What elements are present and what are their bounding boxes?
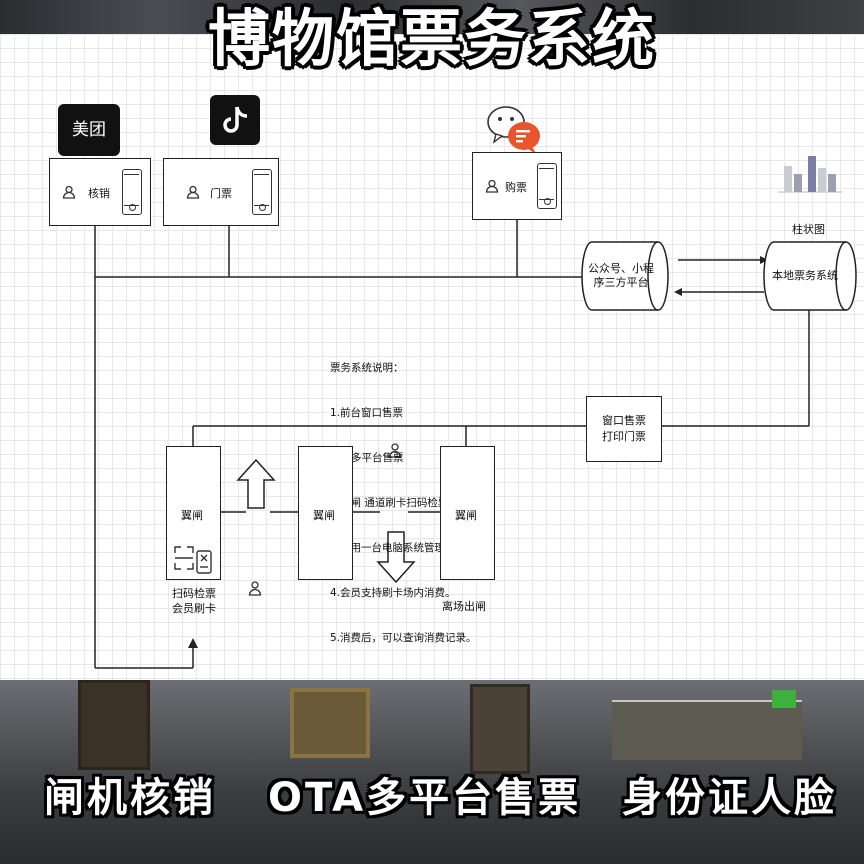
platform-label-line1: 公众号、小程 bbox=[588, 262, 654, 275]
window-label-line2: 打印门票 bbox=[602, 430, 646, 443]
feature-gate-verify: 闸机核销 bbox=[44, 775, 216, 821]
exit-caption: 离场出闸 bbox=[442, 600, 486, 613]
notes-item: 1.前台窗口售票 bbox=[330, 407, 404, 419]
local-system-cylinder: 本地票务系统 bbox=[762, 240, 858, 312]
verify-label: 核销 bbox=[88, 187, 110, 200]
notes-item: 5.消费后，可以查询消费记录。 bbox=[330, 632, 477, 644]
exhibit-case bbox=[612, 700, 802, 760]
entry-caption-line2: 会员刷卡 bbox=[172, 602, 216, 615]
user-icon bbox=[186, 185, 200, 202]
background-photo-top bbox=[0, 0, 864, 40]
middle-gate: 翼闸 bbox=[298, 446, 353, 580]
phone-icon bbox=[122, 169, 142, 215]
notes-item: 4.会员支持刷卡场内消费。 bbox=[330, 587, 456, 599]
phone-icon bbox=[252, 169, 272, 215]
exhibit-frame bbox=[78, 680, 150, 770]
local-system-label: 本地票务系统 bbox=[772, 269, 838, 282]
notes-heading: 票务系统说明： bbox=[330, 362, 404, 374]
buy-label: 购票 bbox=[505, 181, 527, 194]
platform-label-line2: 序三方平台 bbox=[593, 276, 649, 289]
platform-cylinder: 公众号、小程 序三方平台 bbox=[580, 240, 670, 312]
chart-caption: 柱状图 bbox=[792, 223, 825, 236]
entry-caption-line1: 扫码检票 bbox=[172, 587, 216, 600]
exhibit-frame bbox=[290, 688, 370, 758]
verify-terminal-box: 核销 bbox=[49, 158, 151, 226]
gate-label: 翼闸 bbox=[455, 509, 477, 522]
exit-sign bbox=[772, 690, 796, 708]
wechat-icon bbox=[486, 104, 546, 156]
window-ticket-box: 窗口售票 打印门票 bbox=[586, 396, 662, 462]
diagram-canvas: 美团 核销 门票 bbox=[0, 34, 864, 680]
gate-label: 翼闸 bbox=[181, 509, 203, 522]
phone-icon bbox=[537, 163, 557, 209]
scan-code-icon bbox=[173, 545, 215, 579]
feature-banner: 闸机核销 OTA多平台售票 身份证人脸 bbox=[0, 762, 864, 834]
person-icon bbox=[388, 442, 402, 462]
entry-gate: 翼闸 bbox=[166, 446, 221, 580]
user-icon bbox=[62, 185, 76, 202]
window-label-line1: 窗口售票 bbox=[602, 414, 646, 427]
person-icon bbox=[248, 580, 262, 600]
feature-ota: OTA多平台售票 bbox=[268, 775, 582, 821]
exhibit-frame bbox=[470, 684, 530, 774]
page-title: 博物馆票务系统 bbox=[207, 2, 656, 75]
feature-id-face: 身份证人脸 bbox=[622, 775, 837, 821]
bar-chart-icon bbox=[776, 152, 844, 194]
user-icon bbox=[485, 179, 499, 196]
gate-label: 翼闸 bbox=[313, 509, 335, 522]
connector-lines bbox=[94, 220, 810, 669]
ticket-terminal-box: 门票 bbox=[163, 158, 279, 226]
ticket-label: 门票 bbox=[210, 187, 232, 200]
douyin-icon bbox=[210, 95, 260, 145]
meituan-logo: 美团 bbox=[58, 104, 120, 156]
exit-gate: 翼闸 bbox=[440, 446, 495, 580]
buy-terminal-box: 购票 bbox=[472, 152, 562, 220]
